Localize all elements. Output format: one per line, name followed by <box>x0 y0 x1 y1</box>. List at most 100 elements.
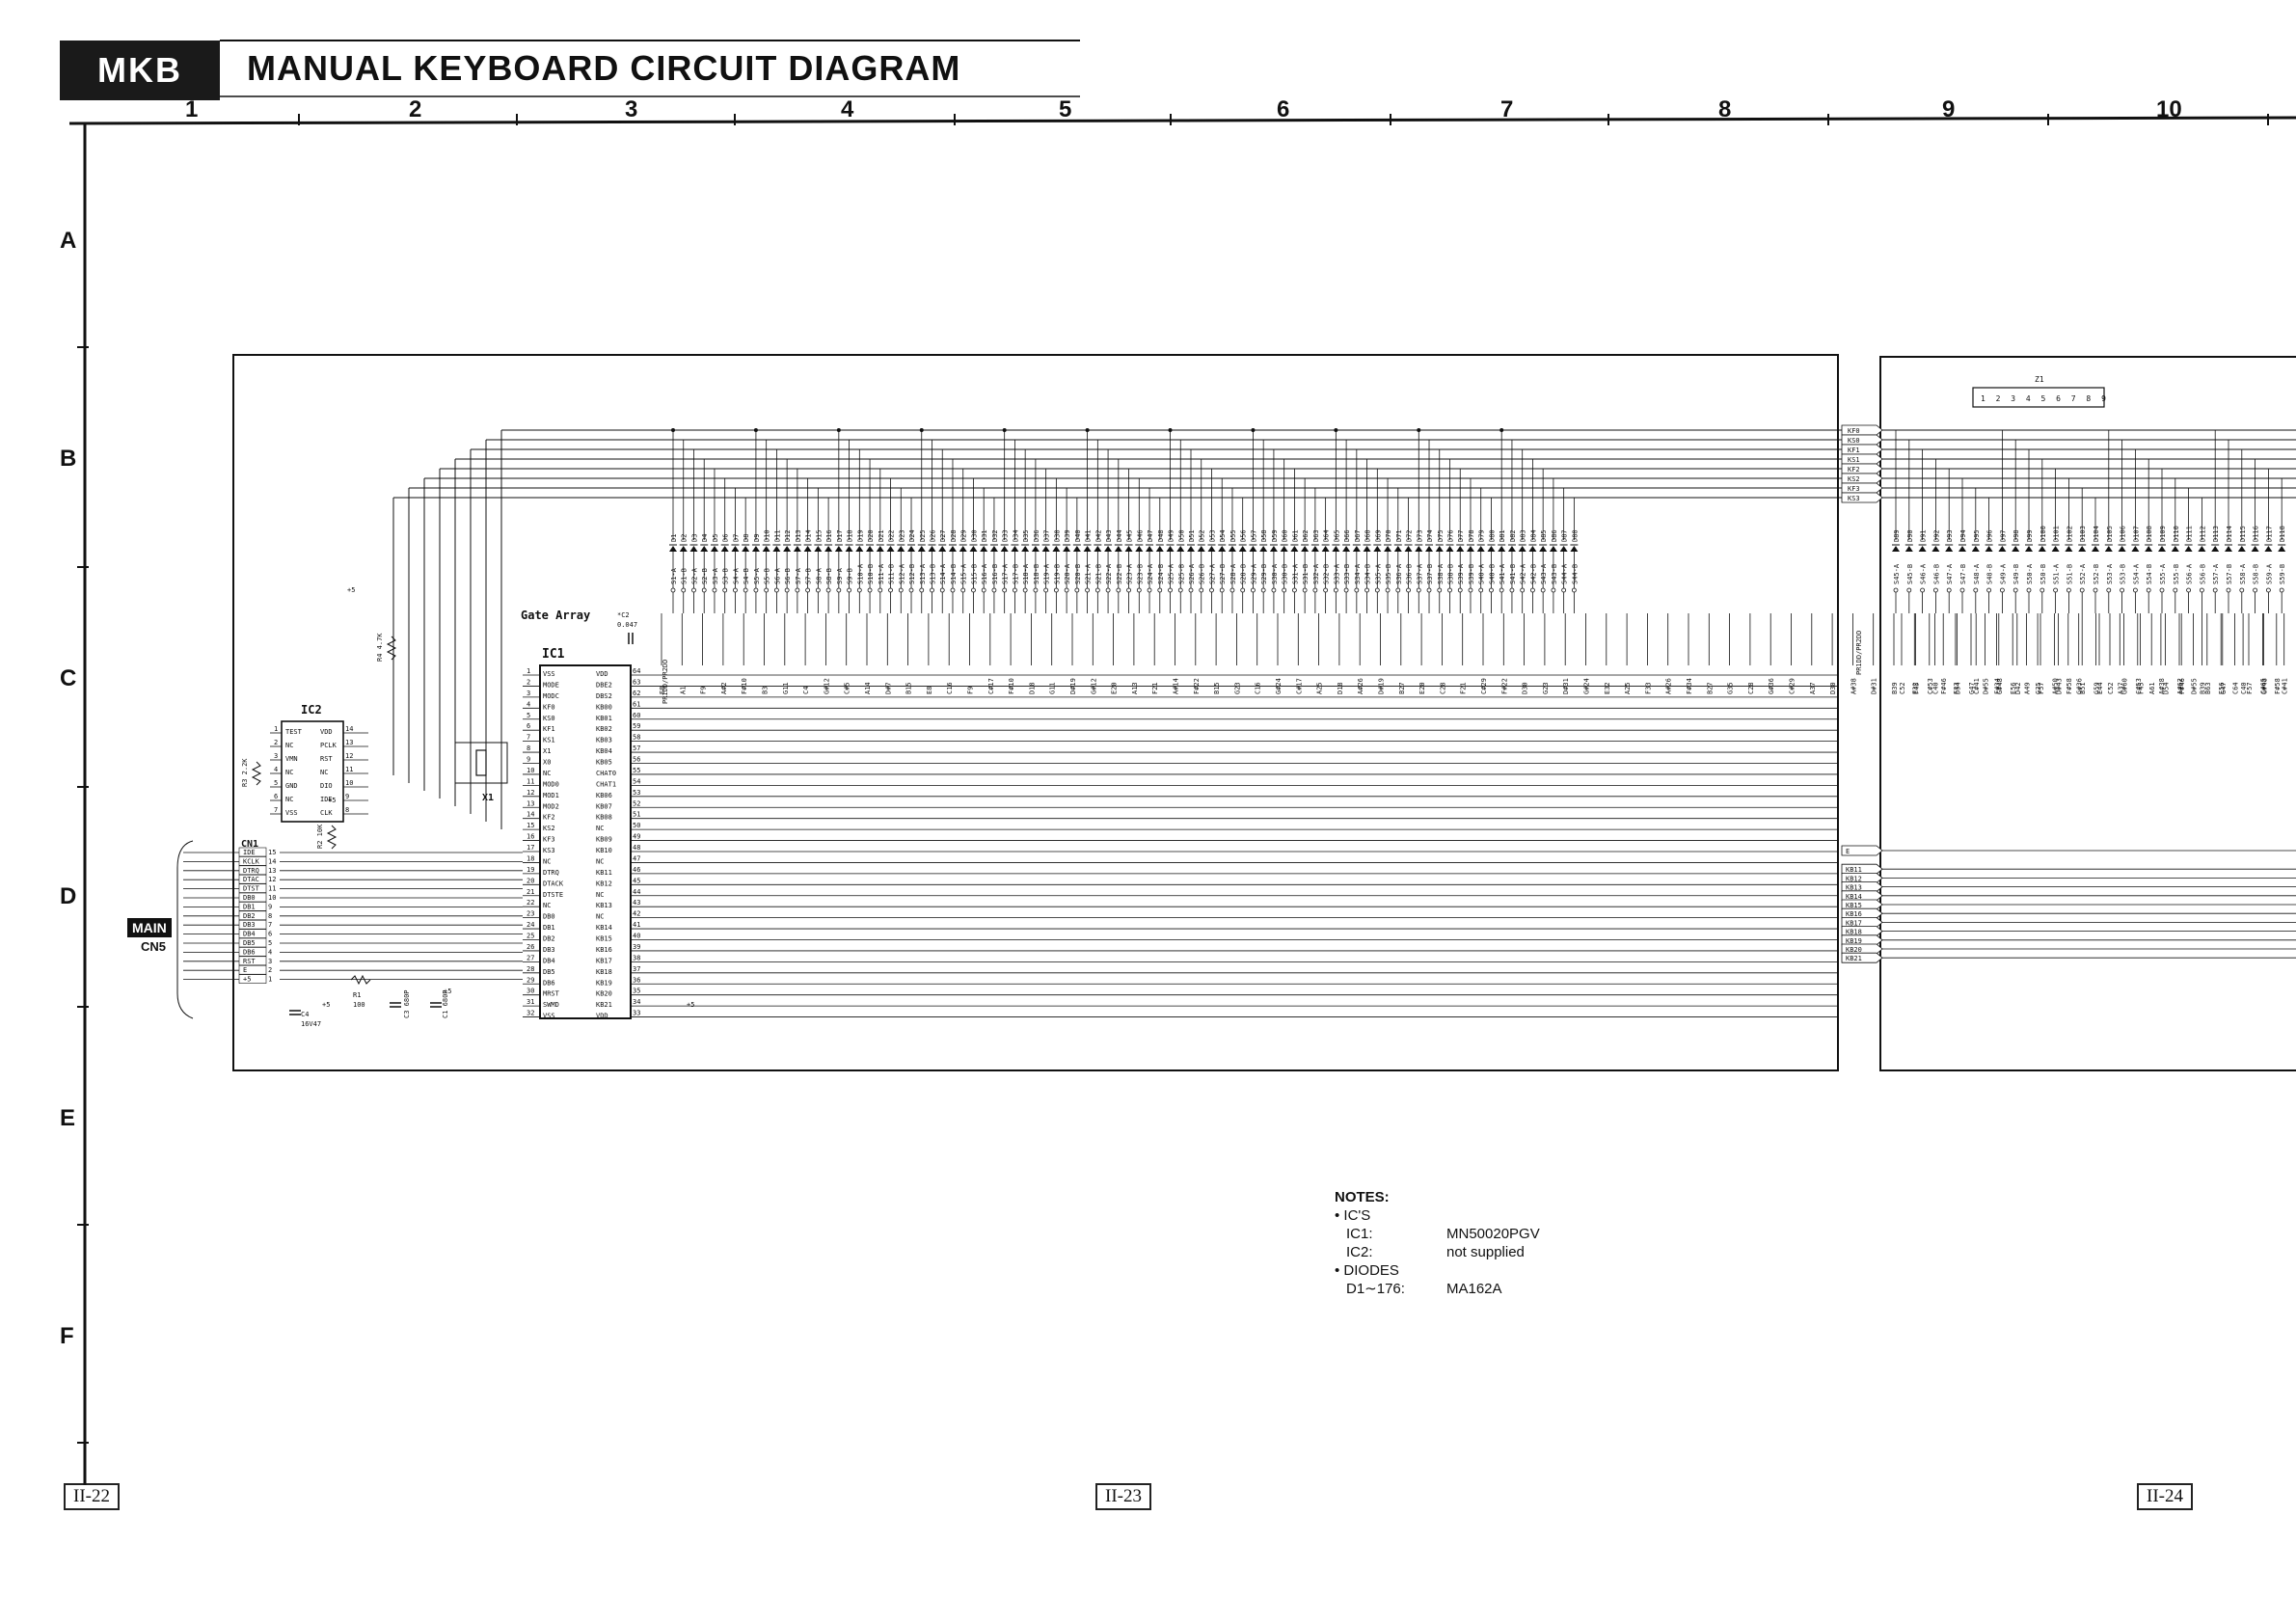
switch-label: S40-B <box>1488 564 1496 584</box>
diode-label: D93 <box>1946 529 1954 542</box>
diode-label: D51 <box>1188 529 1196 542</box>
ic1-pin-sig: KB17 <box>596 957 612 964</box>
r3-label: R3 2.2K <box>241 758 249 787</box>
grid-row-F: F <box>60 1323 74 1349</box>
ic1-pin-sig: KB12 <box>596 880 612 887</box>
note-label-right-10: F57 <box>2038 682 2045 694</box>
diode-symbol <box>1415 546 1423 552</box>
switch-contact <box>2186 587 2192 593</box>
diode-label: D88 <box>1571 529 1579 542</box>
note-label-52: G35 <box>1727 682 1735 694</box>
cn1-pin-sig: DTRQ <box>243 867 259 875</box>
switch-label: S50-A <box>2026 563 2034 584</box>
cn1-pin-box <box>238 892 267 903</box>
diode-symbol <box>1404 546 1413 552</box>
switch-contact <box>1406 587 1411 593</box>
switch-label: S52-A <box>2079 563 2087 584</box>
note-label-24: F21 <box>1151 682 1159 694</box>
kb-tag-shape <box>1841 943 1883 955</box>
switch-label: S25-A <box>1168 563 1175 584</box>
diode-symbol <box>1146 546 1154 552</box>
grid-column-4: 4 <box>841 96 854 122</box>
ic1-pin-num: 19 <box>527 866 534 874</box>
ic1-pin-sig: DB6 <box>543 979 555 987</box>
switch-label: S1-A <box>670 567 678 584</box>
switch-contact <box>1094 587 1100 593</box>
ic1-pin-num: 48 <box>633 844 640 852</box>
diode-label: D58 <box>1260 529 1268 542</box>
switch-contact <box>1323 587 1329 593</box>
ic1-pin-num: 31 <box>527 998 534 1006</box>
kb-tag-8: KB18 <box>1841 926 2296 936</box>
switch-label: S4-B <box>743 568 750 584</box>
bus-tag-shape <box>1841 444 1883 455</box>
diode-label: D31 <box>981 529 988 542</box>
switch-label: S56-A <box>2186 563 2194 584</box>
ic2-pin-sig: VMN <box>285 755 298 763</box>
ic2-pin-num: 8 <box>345 806 349 814</box>
switch-contact <box>2212 587 2218 593</box>
diode-symbol <box>2104 546 2113 552</box>
switch-label: S56-B <box>2199 564 2206 584</box>
ic1-pin-sig: KB14 <box>596 924 612 932</box>
diode-symbol <box>845 546 853 552</box>
diode-label: D41 <box>1085 529 1093 542</box>
ic1-pin-sig: KF3 <box>543 836 555 844</box>
note-label-right-5: G47 <box>1968 682 1976 694</box>
diode-label: D94 <box>1959 529 1967 542</box>
kb-tag-shape <box>1841 952 1883 963</box>
diode-symbol <box>700 546 709 552</box>
main-bracket <box>176 840 194 1019</box>
switch-label: S8-B <box>825 568 833 584</box>
note-label-51: B27 <box>1706 682 1714 694</box>
diode-label: D4 <box>701 534 709 542</box>
switch-contact <box>939 587 945 593</box>
switch-contact <box>2026 587 2032 593</box>
note-label-1: A1 <box>679 687 687 694</box>
ic1-pin-sig: KB13 <box>596 902 612 909</box>
kb-tag-text: KB16 <box>1846 910 1862 918</box>
switch-contact <box>1437 587 1443 593</box>
switch-contact <box>1551 587 1556 593</box>
ic1-pin-num: 30 <box>527 988 534 995</box>
cn1-pin-sig: DB4 <box>243 931 256 938</box>
note-label-77: C40 <box>2240 682 2248 694</box>
ic1-pin-num: 9 <box>527 756 530 764</box>
kb-tag-shape <box>1841 934 1883 946</box>
switch-label: S35-A <box>1374 563 1382 584</box>
note-label-72: F45 <box>2138 682 2146 694</box>
diode-symbol <box>1114 546 1122 552</box>
diode-label: D118 <box>2279 526 2286 542</box>
diode-symbol <box>1166 546 1175 552</box>
switch-contact <box>1199 587 1204 593</box>
switch-label: S31-A <box>1291 563 1299 584</box>
diode-label: D6 <box>722 534 730 542</box>
switch-contact <box>681 587 687 593</box>
diode-label: D10 <box>764 529 771 542</box>
main-connector-sub: CN5 <box>141 939 167 954</box>
ic2-pin-num: 9 <box>345 793 349 800</box>
note-label-10: A14 <box>864 682 872 694</box>
ic1-pin-num: 6 <box>527 722 530 730</box>
cn1-pin-sig: DTAC <box>243 876 259 883</box>
diode-symbol <box>1918 546 1927 552</box>
note-label-38: C28 <box>1439 682 1446 694</box>
diode-label: D73 <box>1416 529 1423 542</box>
page-number-right: II-24 <box>2137 1483 2193 1510</box>
note-label-62: C40 <box>1932 682 1940 694</box>
